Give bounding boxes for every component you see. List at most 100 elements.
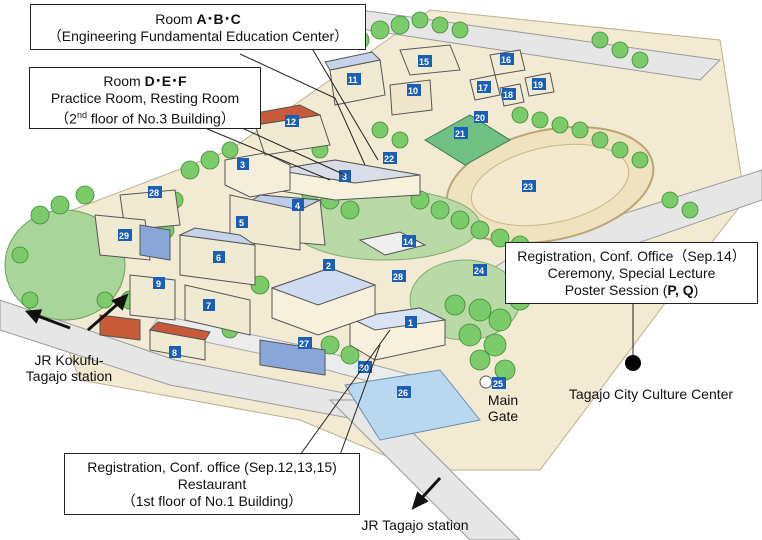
arrow-to-kokufu-west <box>34 313 71 330</box>
marker-19 <box>532 78 546 90</box>
label-main-gate-line1: Main <box>487 392 519 408</box>
callout-sep14-line3-prefix: Poster Session ( <box>564 282 668 298</box>
svg-text:25: 25 <box>493 379 503 389</box>
arrow-from-kokufu <box>87 300 121 332</box>
marker-26 <box>397 386 411 398</box>
main-gate-icon <box>479 375 493 389</box>
building-small <box>99 314 141 341</box>
building-9 <box>129 274 176 321</box>
callout-sep14-line3: Poster Session (P, Q) <box>506 282 757 299</box>
callout-def-line3-pre: （2 <box>55 110 77 127</box>
svg-text:21: 21 <box>455 129 465 139</box>
marker-3-west <box>237 158 249 170</box>
label-main-gate: Main Gate <box>478 392 528 424</box>
svg-text:18: 18 <box>503 90 513 100</box>
marker-25 <box>492 377 506 389</box>
callout-room-def: Room D･E･F Practice Room, Resting Room （… <box>29 67 261 129</box>
athletic-field-inner <box>470 143 630 227</box>
svg-text:14: 14 <box>403 237 413 247</box>
callout-abc-prefix: Room <box>155 11 197 27</box>
svg-text:12: 12 <box>286 117 296 127</box>
svg-text:7: 7 <box>206 301 211 311</box>
svg-text:26: 26 <box>398 388 408 398</box>
svg-text:3: 3 <box>240 160 245 170</box>
callout-leaders <box>204 44 634 456</box>
marker-3 <box>339 170 351 182</box>
callout-room-abc: Room A･B･C （Engineering Fundamental Educ… <box>30 4 366 50</box>
svg-text:6: 6 <box>216 253 221 263</box>
svg-text:17: 17 <box>478 83 488 93</box>
svg-text:16: 16 <box>501 55 511 65</box>
svg-text:23: 23 <box>523 182 533 192</box>
building-7 <box>184 284 251 336</box>
label-jr-kokufu: JR Kokufu- Tagajo station <box>14 352 124 384</box>
direction-arrows <box>24 293 442 510</box>
svg-text:20: 20 <box>475 113 485 123</box>
marker-28 <box>392 270 406 282</box>
marker-27 <box>298 337 312 349</box>
marker-18 <box>502 88 516 100</box>
callout-abc-line1: Room A･B･C <box>31 11 365 28</box>
callout-def-prefix: Room <box>103 73 145 89</box>
label-culture-center: Tagajo City Culture Center <box>568 386 734 402</box>
svg-text:28: 28 <box>393 272 403 282</box>
callout-sep12-line2: Restaurant <box>177 476 247 492</box>
label-jr-tagajo: JR Tagajo station <box>361 517 469 533</box>
label-jr-kokufu-line2: Tagajo station <box>25 368 113 384</box>
svg-text:5: 5 <box>239 218 244 228</box>
marker-7 <box>203 299 215 311</box>
building-10 <box>389 79 433 116</box>
marker-17 <box>477 81 491 93</box>
marker-23 <box>522 180 536 192</box>
svg-text:29: 29 <box>119 231 129 241</box>
callout-def-line2: Practice Room, Resting Room <box>50 90 240 106</box>
building-5 <box>229 194 301 251</box>
building-markers: 1 2 3 3 4 5 6 7 8 9 10 11 12 14 15 16 17… <box>118 53 546 398</box>
marker-16 <box>500 53 514 65</box>
marker-14 <box>402 235 416 247</box>
marker-12 <box>285 115 299 127</box>
tennis-court <box>424 114 511 166</box>
marker-22 <box>383 152 397 164</box>
svg-text:15: 15 <box>419 57 429 67</box>
svg-text:4: 4 <box>295 201 300 211</box>
marker-21 <box>454 127 468 139</box>
callout-def-line3-sup: nd <box>76 110 87 120</box>
callout-sep12: Registration, Conf. office (Sep.12,13,15… <box>64 453 360 515</box>
marker-4 <box>292 199 304 211</box>
callout-sep12-line1: Registration, Conf. office (Sep.12,13,15… <box>87 459 337 475</box>
marker-10 <box>407 84 421 96</box>
svg-text:11: 11 <box>348 75 358 85</box>
marker-2 <box>323 259 335 271</box>
label-jr-kokufu-line1: JR Kokufu- <box>34 352 104 368</box>
marker-28-west <box>148 186 162 198</box>
callout-abc-line2: （Engineering Fundamental Education Cente… <box>47 28 349 44</box>
svg-text:9: 9 <box>156 279 161 289</box>
marker-6 <box>213 251 225 263</box>
svg-text:22: 22 <box>384 154 394 164</box>
svg-text:1: 1 <box>408 318 413 328</box>
parking-lot <box>344 369 481 441</box>
svg-text:28: 28 <box>149 188 159 198</box>
callout-sep14-line2: Ceremony, Special Lecture <box>547 265 716 281</box>
marker-11 <box>347 73 361 85</box>
callout-abc-rooms: A･B･C <box>196 11 241 27</box>
marker-15 <box>418 55 432 67</box>
svg-text:27: 27 <box>299 339 309 349</box>
culture-center-marker <box>625 355 641 371</box>
svg-text:30: 30 <box>359 363 369 373</box>
callout-def-rooms: D･E･F <box>144 73 187 89</box>
callout-def-line1: Room D･E･F <box>30 73 260 90</box>
marker-20 <box>474 111 488 123</box>
marker-8 <box>169 346 181 358</box>
marker-9 <box>153 277 165 289</box>
marker-29 <box>118 229 132 241</box>
marker-5 <box>236 216 248 228</box>
callout-sep12-line3: （1st floor of No.1 Building） <box>121 493 303 509</box>
svg-text:3: 3 <box>342 172 347 182</box>
svg-text:24: 24 <box>474 266 484 276</box>
arrow-to-tagajo <box>418 476 442 502</box>
svg-text:8: 8 <box>172 348 177 358</box>
svg-text:2: 2 <box>326 261 331 271</box>
